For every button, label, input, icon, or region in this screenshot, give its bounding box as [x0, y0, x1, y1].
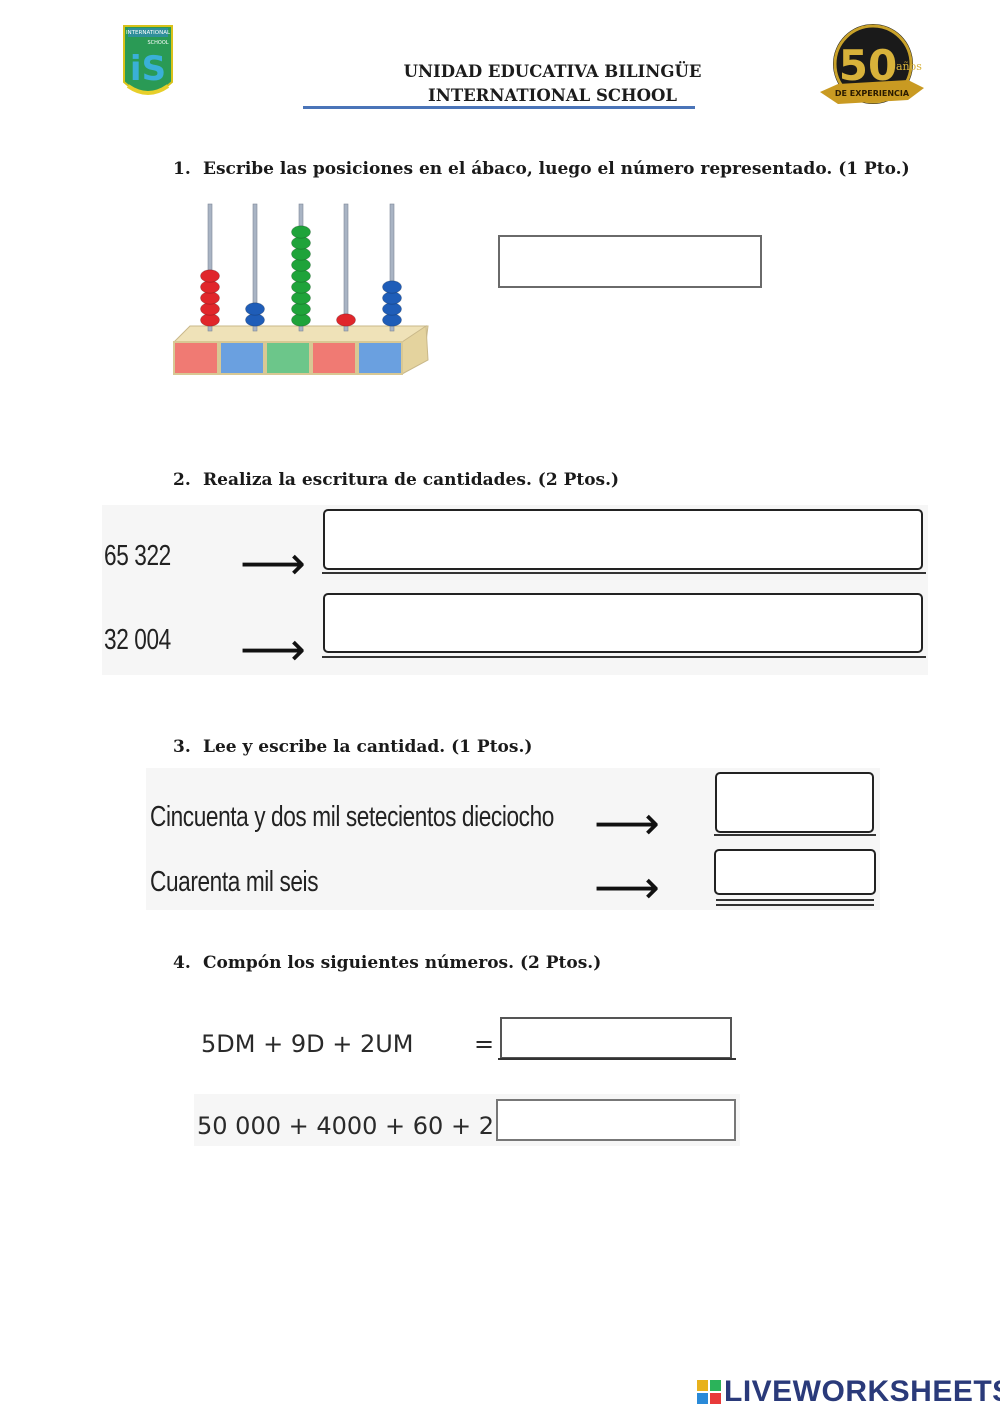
- q2-answer-box-1[interactable]: [323, 509, 923, 570]
- q2-number-1: 65 322: [104, 540, 171, 572]
- abacus-bead: [336, 313, 356, 327]
- anniversary-badge: 50 años DE EXPERIENCIA: [818, 22, 926, 110]
- abacus-bead: [291, 269, 311, 283]
- abacus-bead: [200, 280, 220, 294]
- q3-text-2: Cuarenta mil seis: [150, 866, 319, 898]
- abacus-bead: [382, 280, 402, 294]
- abacus-bead: [291, 247, 311, 261]
- school-name: UNIDAD EDUCATIVA BILINGÜE INTERNATIONAL …: [380, 60, 725, 108]
- question-2-title: 2.Realiza la escritura de cantidades. (2…: [173, 470, 620, 490]
- abacus-bead: [245, 313, 265, 327]
- q3-text-1: Cincuenta y dos mil setecientos diecioch…: [150, 801, 554, 833]
- q4-expression-1: 5DM + 9D + 2UM: [201, 1030, 414, 1058]
- q3-answer-line-2a: [716, 899, 874, 901]
- school-name-line2: INTERNATIONAL SCHOOL: [428, 86, 677, 105]
- abacus-bead: [291, 291, 311, 305]
- abacus-bead: [200, 291, 220, 305]
- svg-text:DE EXPERIENCIA: DE EXPERIENCIA: [835, 89, 910, 98]
- q2-number-2: 32 004: [104, 624, 171, 656]
- q2-answer-line-1: [322, 572, 926, 574]
- abacus-bead: [291, 313, 311, 327]
- liveworksheets-logo: LIVEWORKSHEETS: [697, 1375, 1000, 1412]
- abacus-image: [170, 200, 432, 380]
- q2-arrow-2: ⟶: [240, 622, 306, 676]
- abacus-bead: [291, 258, 311, 272]
- school-logo: INTERNATIONAL SCHOOL iS: [122, 24, 174, 104]
- abacus-rod: [207, 203, 213, 332]
- q2-answer-line-2: [322, 656, 926, 658]
- question-1-title: 1.Escribe las posiciones en el ábaco, lu…: [173, 159, 910, 179]
- abacus-bead: [291, 302, 311, 316]
- q3-arrow-2: ⟶: [594, 860, 660, 914]
- q4-equals-1: =: [474, 1030, 495, 1058]
- abacus-bead: [382, 302, 402, 316]
- abacus-base-cell: [357, 341, 403, 375]
- q3-arrow-1: ⟶: [594, 796, 660, 850]
- abacus-rod: [389, 203, 395, 332]
- abacus-base-cell: [311, 341, 357, 375]
- q4-expression-2: 50 000 + 4000 + 60 + 2=: [197, 1112, 515, 1140]
- abacus-bead: [291, 280, 311, 294]
- abacus-base-cell: [173, 341, 219, 375]
- svg-text:iS: iS: [130, 49, 166, 89]
- q3-answer-line-1: [714, 834, 876, 836]
- abacus-rod: [252, 203, 258, 332]
- q2-answer-box-2[interactable]: [323, 593, 923, 653]
- abacus-bead: [200, 302, 220, 316]
- q3-answer-line-2b: [716, 904, 874, 906]
- q1-answer-box[interactable]: [498, 235, 762, 288]
- header-divider: [303, 106, 695, 109]
- abacus-bead: [382, 291, 402, 305]
- q3-answer-box-1[interactable]: [715, 772, 874, 833]
- q3-answer-box-2[interactable]: [714, 849, 876, 895]
- question-3-title: 3.Lee y escribe la cantidad. (1 Ptos.): [173, 737, 533, 757]
- abacus-bead: [200, 313, 220, 327]
- abacus-rod: [343, 203, 349, 332]
- liveworksheets-brand: LIVEWORKSHEETS: [724, 1375, 1000, 1408]
- abacus-base-cell: [265, 341, 311, 375]
- svg-text:SCHOOL: SCHOOL: [147, 40, 168, 46]
- school-name-line1: UNIDAD EDUCATIVA BILINGÜE: [403, 62, 702, 81]
- q4-answer-box-2[interactable]: [496, 1099, 736, 1141]
- svg-text:años: años: [896, 60, 922, 73]
- liveworksheets-icon: [697, 1380, 721, 1404]
- abacus-bead: [291, 236, 311, 250]
- abacus-bead: [245, 302, 265, 316]
- q4-answer-box-1[interactable]: [500, 1017, 732, 1059]
- abacus-bead: [200, 269, 220, 283]
- svg-text:INTERNATIONAL: INTERNATIONAL: [126, 30, 171, 36]
- q2-arrow-1: ⟶: [240, 536, 306, 590]
- q4-answer-line-1: [498, 1058, 736, 1060]
- abacus-base-cell: [219, 341, 265, 375]
- question-4-title: 4.Compón los siguientes números. (2 Ptos…: [173, 953, 602, 973]
- abacus-bead: [382, 313, 402, 327]
- abacus-bead: [291, 225, 311, 239]
